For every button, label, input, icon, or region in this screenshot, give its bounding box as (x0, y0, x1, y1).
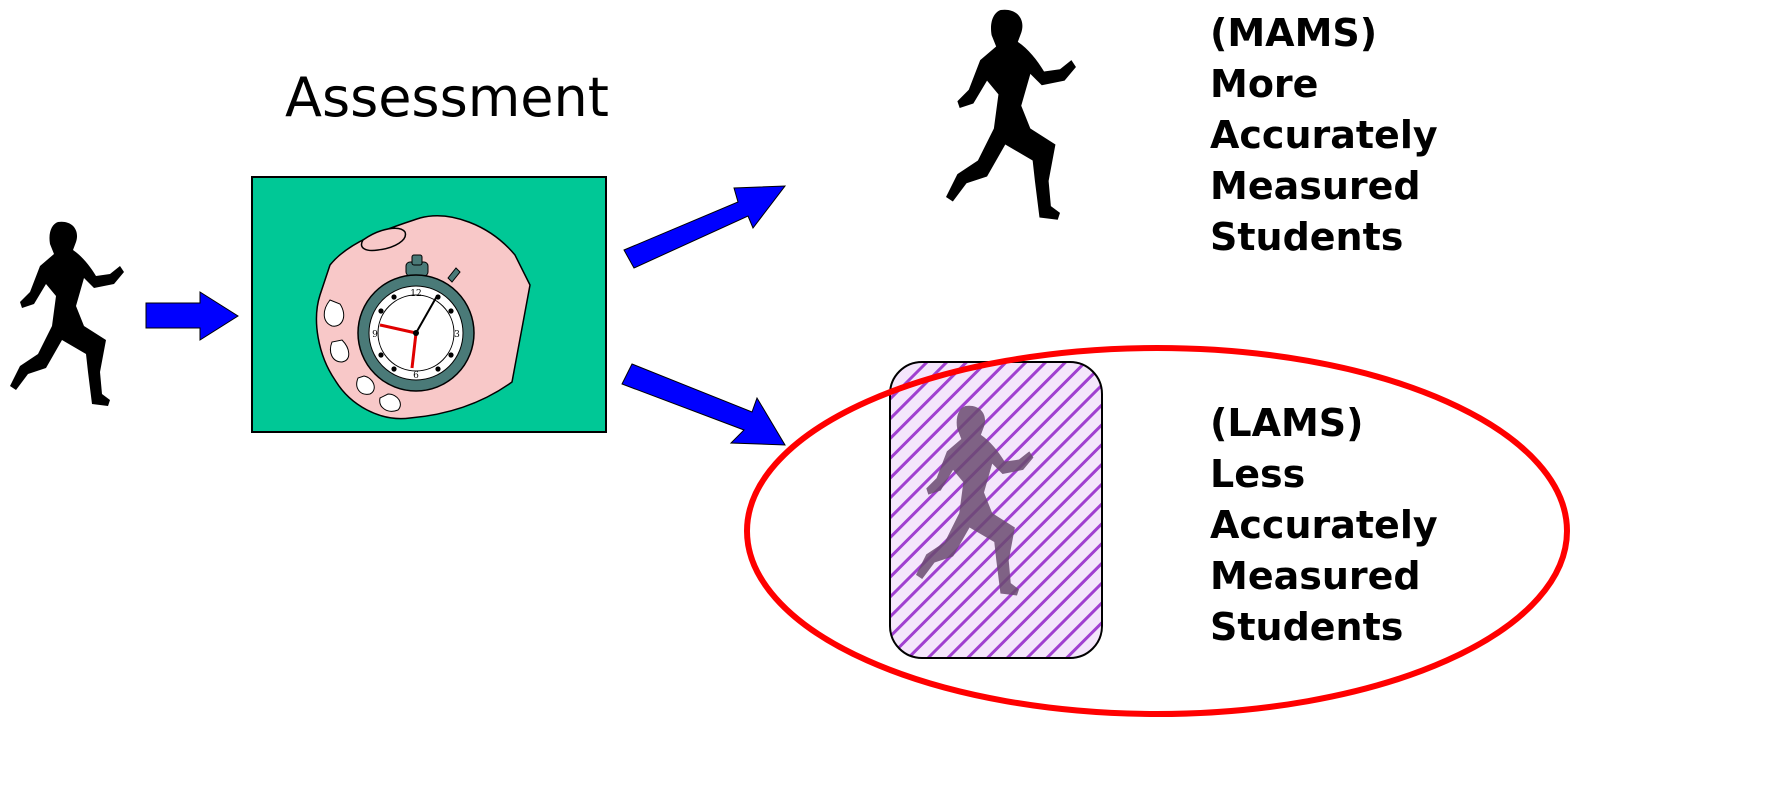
lams-line-4: Students (1210, 602, 1438, 653)
runner-icon-mams (946, 10, 1076, 220)
arrow-to-assessment (146, 292, 238, 340)
mams-abbrev: (MAMS) (1210, 8, 1438, 59)
stopwatch-number-3: 3 (454, 330, 460, 340)
lams-line-3: Measured (1210, 551, 1438, 602)
stopwatch-number-6: 6 (413, 371, 419, 381)
stopwatch-number-12: 12 (410, 289, 421, 299)
mams-label: (MAMS) More Accurately Measured Students (1210, 8, 1438, 263)
lams-hatched-box (890, 362, 1102, 658)
lams-abbrev: (LAMS) (1210, 398, 1438, 449)
lams-line-2: Accurately (1210, 500, 1438, 551)
mams-line-2: Accurately (1210, 110, 1438, 161)
mams-line-3: Measured (1210, 161, 1438, 212)
stopwatch-number-9: 9 (372, 330, 378, 340)
lams-line-1: Less (1210, 449, 1438, 500)
arrow-to-mams (624, 186, 785, 268)
lams-label: (LAMS) Less Accurately Measured Students (1210, 398, 1438, 653)
mams-line-1: More (1210, 59, 1438, 110)
highlight-ellipse (747, 348, 1567, 714)
mams-line-4: Students (1210, 212, 1438, 263)
arrow-to-lams (622, 364, 785, 445)
diagram-title: Assessment (285, 66, 609, 129)
runner-icon-input (10, 222, 124, 406)
